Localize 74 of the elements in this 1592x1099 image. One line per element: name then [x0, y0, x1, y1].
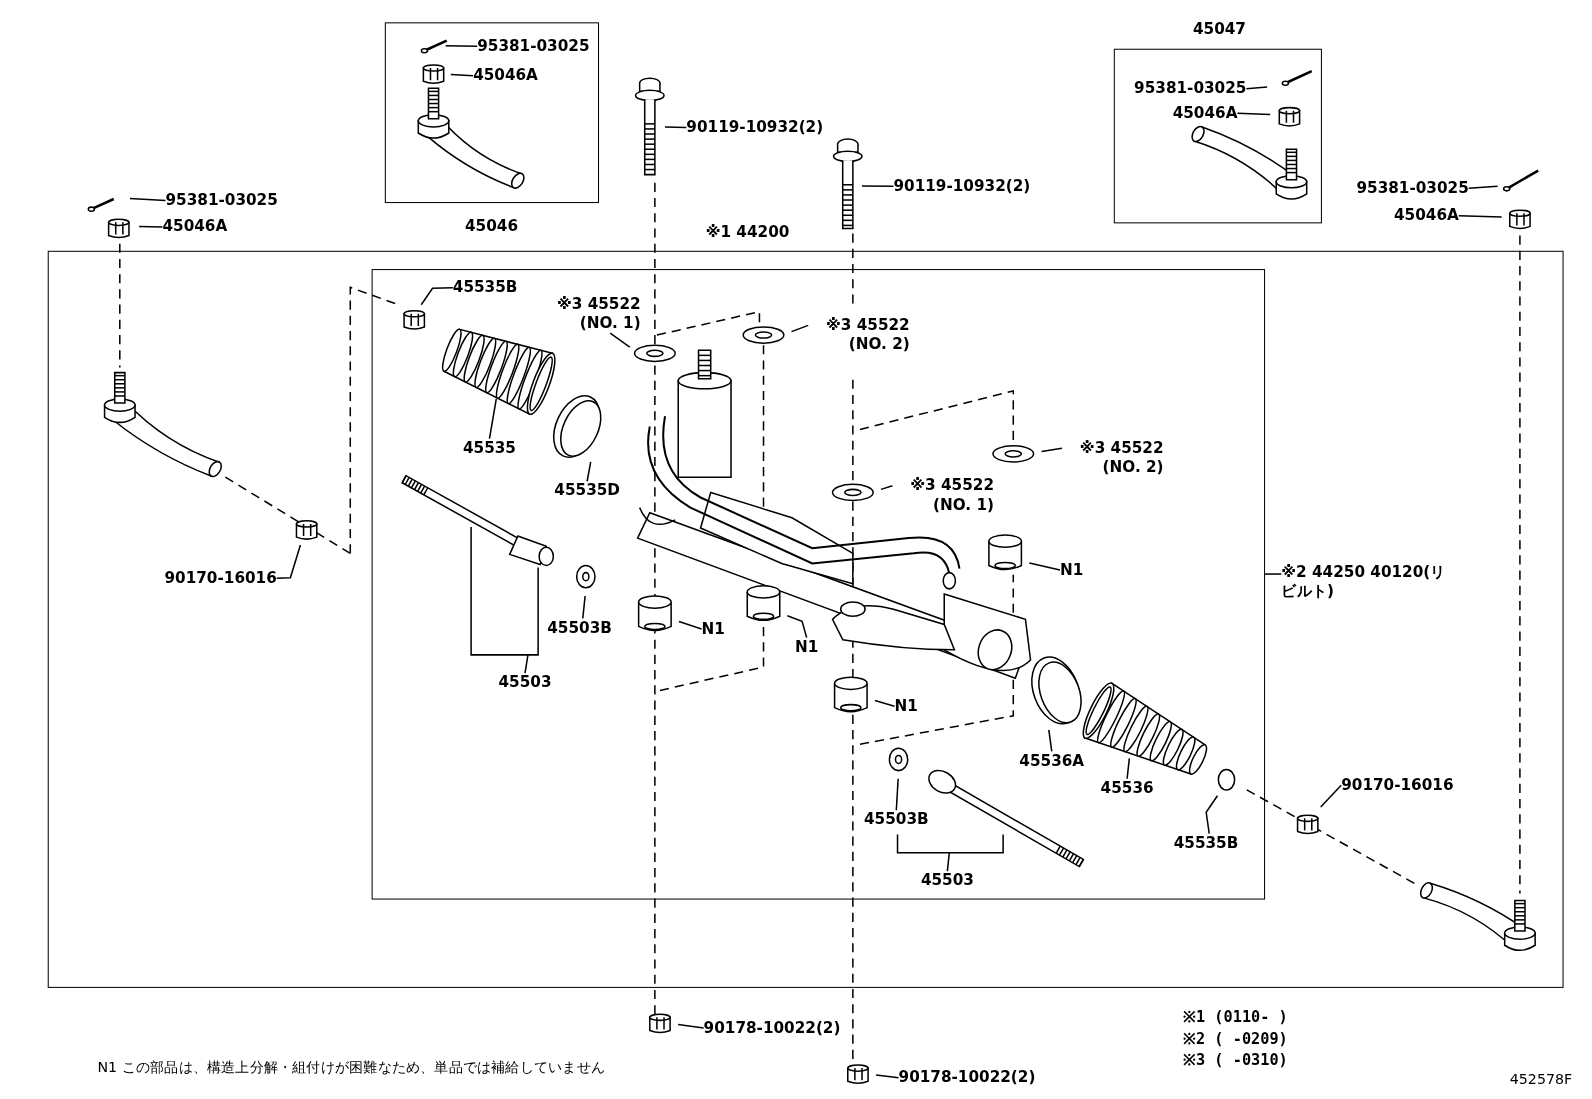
leader-line [896, 833, 1004, 872]
part-number: 45047 [1193, 19, 1246, 39]
part-number: 45046A [473, 66, 538, 86]
note-text: N1 この部品は、構造上分解・組付けが困難なため、単品では補給していません [97, 1058, 605, 1078]
leader-line [1205, 795, 1219, 835]
part-number: 90170-16016 [164, 568, 277, 588]
leader-line [895, 778, 899, 811]
leader-line [874, 699, 896, 707]
leader-line [488, 398, 498, 440]
footnote: ※2 ( -0209) [1182, 1029, 1288, 1049]
part-number: 45503B [547, 618, 612, 638]
footnote: ※1 (0110- ) [1182, 1008, 1288, 1028]
part-number: 45536 [1100, 778, 1154, 799]
leader-line [582, 595, 586, 620]
leader-line [444, 45, 478, 47]
part-number: 45536A [1019, 751, 1085, 771]
part-number: 90119-10932(2) [686, 117, 824, 138]
part-number: 45535B [452, 278, 518, 298]
leader-line [1245, 86, 1268, 90]
part-number: 45535D [554, 481, 620, 501]
leader-line [664, 126, 688, 129]
part-number: ※1 44200 [705, 222, 790, 242]
part-number: 95381-03025 [1134, 79, 1247, 99]
part-number: ※3 45522 (NO. 2) [1062, 438, 1164, 478]
part-number: 90119-10932(2) [893, 176, 1031, 196]
leader-line [1468, 185, 1499, 190]
part-number: 45535 [463, 438, 516, 458]
part-number: 45046A [1172, 103, 1238, 123]
leader-line [450, 73, 474, 77]
part-number: N1 [701, 619, 725, 639]
part-number: N1 [795, 637, 819, 657]
leader-line [276, 544, 302, 579]
part-number: 90178-10022(2) [898, 1068, 1036, 1088]
part-number: ※3 45522 (NO. 1) [892, 476, 994, 515]
leader-line [420, 287, 454, 306]
part-number: 95381-03025 [477, 36, 590, 56]
part-number: 45503 [498, 673, 552, 693]
leader-line [586, 461, 592, 482]
leader-line [861, 185, 895, 188]
leader-line [1319, 784, 1342, 808]
part-number: 45046A [162, 217, 228, 237]
part-number: 90178-10022(2) [703, 1018, 841, 1038]
part-number: 90170-16016 [1341, 775, 1454, 795]
leader-line [1264, 573, 1283, 575]
leader-line [677, 1023, 705, 1029]
part-number: 95381-03025 [1356, 178, 1469, 198]
part-number: 45046 [465, 217, 518, 237]
leader-line [1458, 215, 1503, 218]
part-number: ※2 44250 40120(リビルト) [1281, 562, 1454, 602]
leader-line [1236, 112, 1271, 116]
part-number: N1 [1060, 560, 1084, 580]
footnote: ※3 ( -0310) [1182, 1050, 1288, 1071]
part-number: 45503B [864, 810, 929, 830]
leader-line [875, 1074, 900, 1079]
leader-line [470, 526, 539, 674]
leader-line [1126, 757, 1131, 780]
part-number: N1 [894, 696, 918, 716]
leader-line [786, 615, 808, 639]
diagram-code: 452578F [1509, 1071, 1573, 1088]
leader-line [1028, 562, 1061, 571]
leader-line [1048, 729, 1053, 753]
leader-line [138, 225, 164, 228]
part-number: ※3 45522 (NO. 2) [808, 315, 910, 355]
leader-line [678, 620, 703, 630]
leader-line [129, 197, 167, 202]
leader-line [880, 485, 894, 491]
leader-line [790, 324, 809, 333]
leader-line [609, 332, 631, 348]
part-number: 45535B [1173, 833, 1239, 853]
part-number: 45503 [920, 871, 974, 891]
part-number: 45046A [1394, 206, 1459, 226]
part-number: ※3 45522 (NO. 1) [539, 294, 641, 333]
leader-line [1040, 447, 1063, 453]
part-number: 95381-03025 [165, 190, 278, 211]
